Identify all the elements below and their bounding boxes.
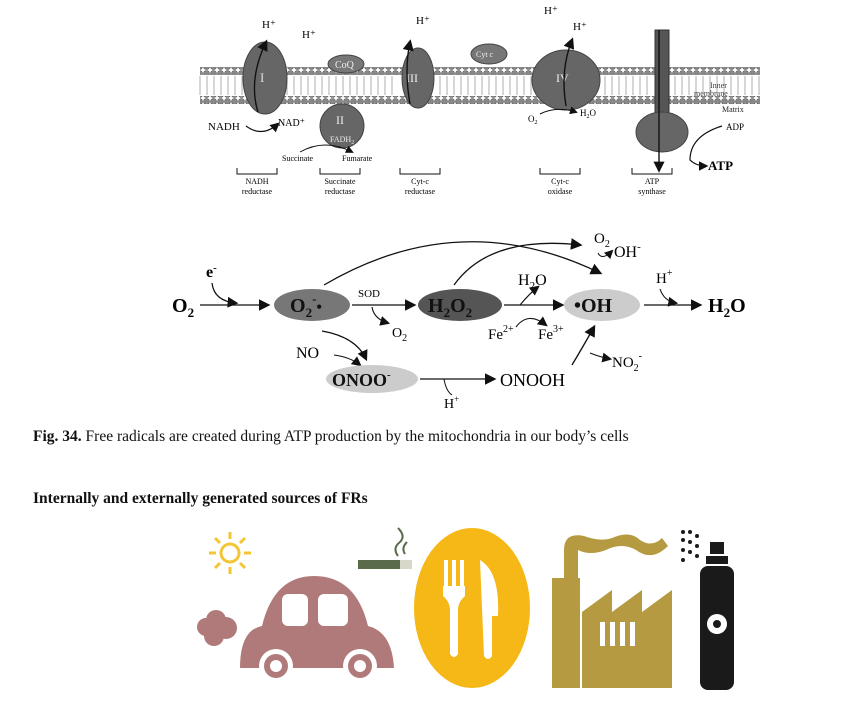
ros-o2-start: O2 xyxy=(172,295,194,320)
nadh-label: NADH xyxy=(208,121,240,133)
inner-membrane-label-2: membrane xyxy=(694,89,728,98)
car-icon xyxy=(240,576,394,683)
enzyme-labels: NADH reductase Succinate reductase Cyt-c… xyxy=(236,168,673,196)
oh-radical-label: •OH xyxy=(574,295,613,317)
complex-ii-label: II xyxy=(336,113,344,127)
cigarette-icon xyxy=(358,527,412,569)
hplus-label-3: H⁺ xyxy=(416,15,430,27)
onoo-label: ONOO- xyxy=(332,369,391,390)
inner-membrane-label-1: Inner xyxy=(710,81,727,90)
factory-icon xyxy=(552,534,672,688)
atp-synthase xyxy=(635,29,689,173)
enzyme-4-line2: oxidase xyxy=(548,187,573,196)
h2o2-label: H2O2 xyxy=(428,295,472,320)
no-label: NO xyxy=(296,345,319,362)
complex-iv-label: IV xyxy=(556,71,569,85)
cytc-label: Cyt c xyxy=(476,50,494,59)
ros-h2o-top: H2O xyxy=(518,272,547,292)
complex-i: I xyxy=(242,39,288,115)
enzyme-3-line1: Cyt-c xyxy=(411,177,429,186)
enzyme-5-line2: synthase xyxy=(638,187,666,196)
figure-caption-label: Fig. 34. xyxy=(33,428,82,445)
hydroxyl-radical-node: •OH xyxy=(564,289,640,321)
enzyme-1-line2: reductase xyxy=(242,187,273,196)
fe3-label: Fe3+ xyxy=(538,324,564,343)
inner-membrane-bilayer xyxy=(199,67,760,104)
fadh2-label: FADH2 xyxy=(330,135,354,146)
complex-iv: IV xyxy=(531,37,601,111)
exhaust-smoke-icon xyxy=(197,610,237,646)
enzyme-2-line2: reductase xyxy=(325,187,356,196)
enzyme-4-line1: Cyt-c xyxy=(551,177,569,186)
enzyme-2-line1: Succinate xyxy=(324,177,356,186)
spray-can-icon xyxy=(681,530,734,690)
hplus-label-5: H⁺ xyxy=(573,21,587,33)
ros-hplus-label: H+ xyxy=(656,268,673,287)
fumarate-label: Fumarate xyxy=(342,154,373,163)
o2-label: O2 xyxy=(528,114,538,126)
succinate-label: Succinate xyxy=(282,154,314,163)
hplus-label-1: H⁺ xyxy=(262,19,276,31)
complex-i-label: I xyxy=(260,70,264,85)
onoo-hplus-label: H+ xyxy=(444,394,459,412)
cytochrome-c: Cyt c xyxy=(470,43,508,65)
enzyme-1-line1: NADH xyxy=(245,177,268,186)
figure-caption: Fig. 34. Free radicals are created durin… xyxy=(33,428,629,446)
fe2-label: Fe2+ xyxy=(488,324,514,343)
hplus-label-4: H⁺ xyxy=(544,5,558,17)
food-icon xyxy=(414,528,530,688)
electron-label: e- xyxy=(206,262,217,281)
matrix-label: Matrix xyxy=(722,105,744,114)
oh-minus-label: OH- xyxy=(614,241,641,261)
onooh-label: ONOOH xyxy=(500,370,565,390)
nad-label: NAD⁺ xyxy=(278,118,305,129)
ros-h2o-final: H2O xyxy=(708,295,746,320)
coenzyme-q: CoQ xyxy=(327,54,365,74)
no2-label: NO2- xyxy=(612,351,642,374)
sod-label: SOD xyxy=(358,288,380,300)
section-heading: Internally and externally generated sour… xyxy=(33,490,368,507)
h2o-label: H2O xyxy=(580,108,597,120)
hplus-label-2: H⁺ xyxy=(302,29,316,41)
peroxynitrite-node: ONOO- xyxy=(326,365,418,393)
hydrogen-peroxide-node: H2O2 xyxy=(418,289,502,321)
complex-iii-label: III xyxy=(406,71,418,85)
sun-icon xyxy=(209,532,251,574)
enzyme-5-line1: ATP xyxy=(645,177,660,186)
superoxide-node: O2-• xyxy=(274,289,350,321)
adp-label: ADP xyxy=(726,122,744,132)
superoxide-label: O2-• xyxy=(290,291,322,320)
coq-label: CoQ xyxy=(335,60,355,71)
electron-transport-chain-diagram: I H⁺ H⁺ CoQ II FADH2 NADH NAD⁺ Succinate… xyxy=(199,5,760,196)
complex-ii: II FADH2 xyxy=(319,103,365,149)
figure-caption-text: Free radicals are created during ATP pro… xyxy=(81,428,629,445)
ros-cascade-diagram: O2 e- O2-• SOD O2 H2O2 H2O Fe2+ Fe3+ •OH… xyxy=(172,231,746,412)
atp-label: ATP xyxy=(708,158,733,173)
enzyme-3-line2: reductase xyxy=(405,187,436,196)
ros-o2-small: O2 xyxy=(594,231,610,250)
free-radical-sources-illustration xyxy=(197,527,734,690)
complex-iii: III xyxy=(401,39,435,109)
sod-o2-label: O2 xyxy=(392,326,407,344)
